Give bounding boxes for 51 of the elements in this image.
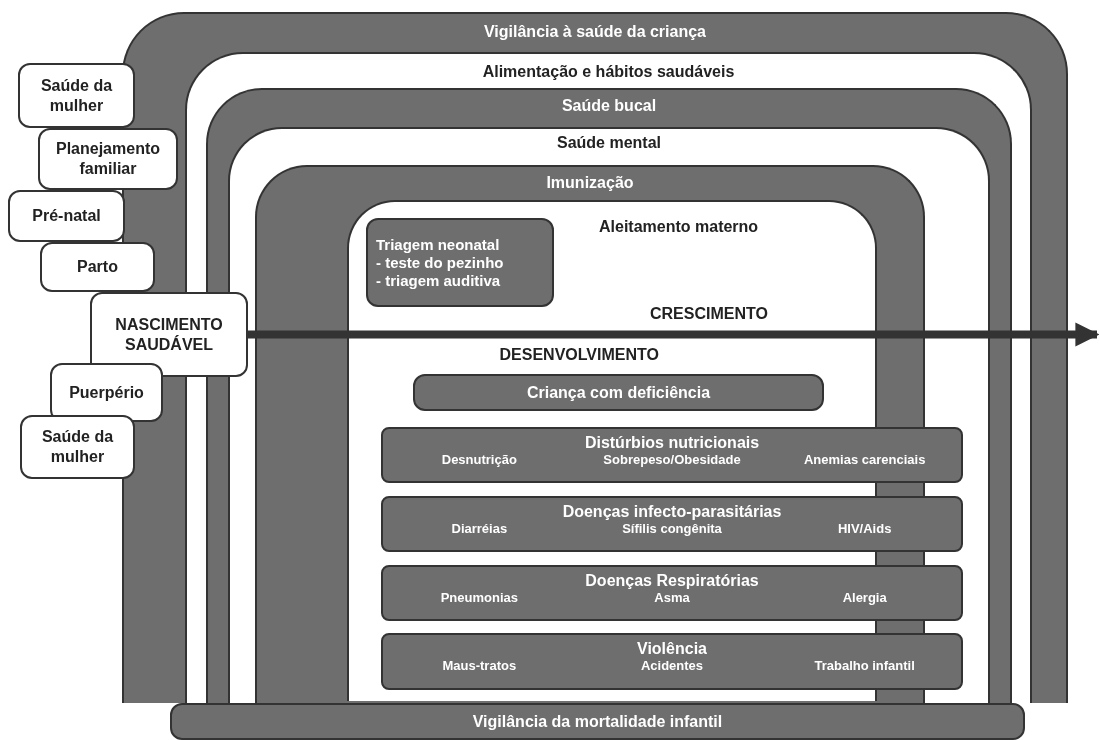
subcategory-label: Desnutrição xyxy=(440,452,518,468)
subcategory-label: Sobrepeso/Obesidade xyxy=(602,452,742,468)
subcategory-label: Asma xyxy=(653,590,691,606)
subcategory-label: HIV/Aids xyxy=(836,521,893,537)
rounded-box xyxy=(50,363,163,422)
box-label: Pré-natal xyxy=(32,206,101,226)
rounded-box xyxy=(18,63,135,128)
timeline-arrow xyxy=(248,322,1099,347)
box-label: - triagem auditiva xyxy=(376,271,501,290)
box-label: Puerpério xyxy=(69,382,144,403)
rounded-box xyxy=(413,374,824,411)
subcategory-label: Pneumonias xyxy=(439,590,519,606)
category-bar xyxy=(381,496,963,552)
rounded-box xyxy=(366,218,554,307)
rounded-box xyxy=(38,128,178,190)
box-label: - teste do pezinho xyxy=(376,253,504,272)
band-title: Imunização xyxy=(546,174,634,192)
axis-label: CRESCIMENTO xyxy=(650,305,768,323)
band-title: Vigilância à saúde da criança xyxy=(483,23,706,41)
band-title: Saúde mental xyxy=(557,134,661,152)
subcategory-label: Anemias carenciais xyxy=(802,452,927,468)
subcategory-label: Sífilis congênita xyxy=(621,521,723,537)
band-title: Aleitamento materno xyxy=(599,218,759,236)
category-title: Violência xyxy=(636,639,708,658)
rounded-box xyxy=(8,190,125,242)
rounded-box xyxy=(40,242,155,292)
category-title: Distúrbios nutricionais xyxy=(583,433,761,452)
band-title: Alimentação e hábitos saudáveis xyxy=(482,63,735,81)
axis-label: DESENVOLVIMENTO xyxy=(499,346,659,364)
band-title: Saúde bucal xyxy=(561,97,657,115)
rounded-box xyxy=(20,415,135,479)
banner-text: Vigilância da mortalidade infantil xyxy=(472,711,723,732)
category-title: Doenças Respiratórias xyxy=(584,571,760,590)
box-label: Triagem neonatal xyxy=(376,235,500,254)
box-label: Parto xyxy=(77,257,118,277)
box-label: Saúde da mulher xyxy=(39,75,114,116)
category-bar xyxy=(381,633,963,690)
category-bar xyxy=(381,565,963,621)
category-title: Doenças infecto-parasitárias xyxy=(561,502,783,521)
subcategory-label: Acidentes xyxy=(639,658,705,674)
rounded-box xyxy=(90,292,248,377)
category-bar xyxy=(381,427,963,483)
box-label: Criança com deficiência xyxy=(526,382,711,403)
subcategory-label: Maus-tratos xyxy=(441,658,518,674)
subcategory-label: Diarréias xyxy=(450,521,509,537)
box-label: Saúde da mulher xyxy=(40,427,115,467)
subcategory-label: Alergia xyxy=(841,590,888,606)
subcategory-label: Trabalho infantil xyxy=(813,658,916,674)
box-label: NASCIMENTO SAUDÁVEL xyxy=(114,314,224,355)
banner-bar xyxy=(170,703,1025,740)
box-label: Planejamento familiar xyxy=(55,139,161,179)
